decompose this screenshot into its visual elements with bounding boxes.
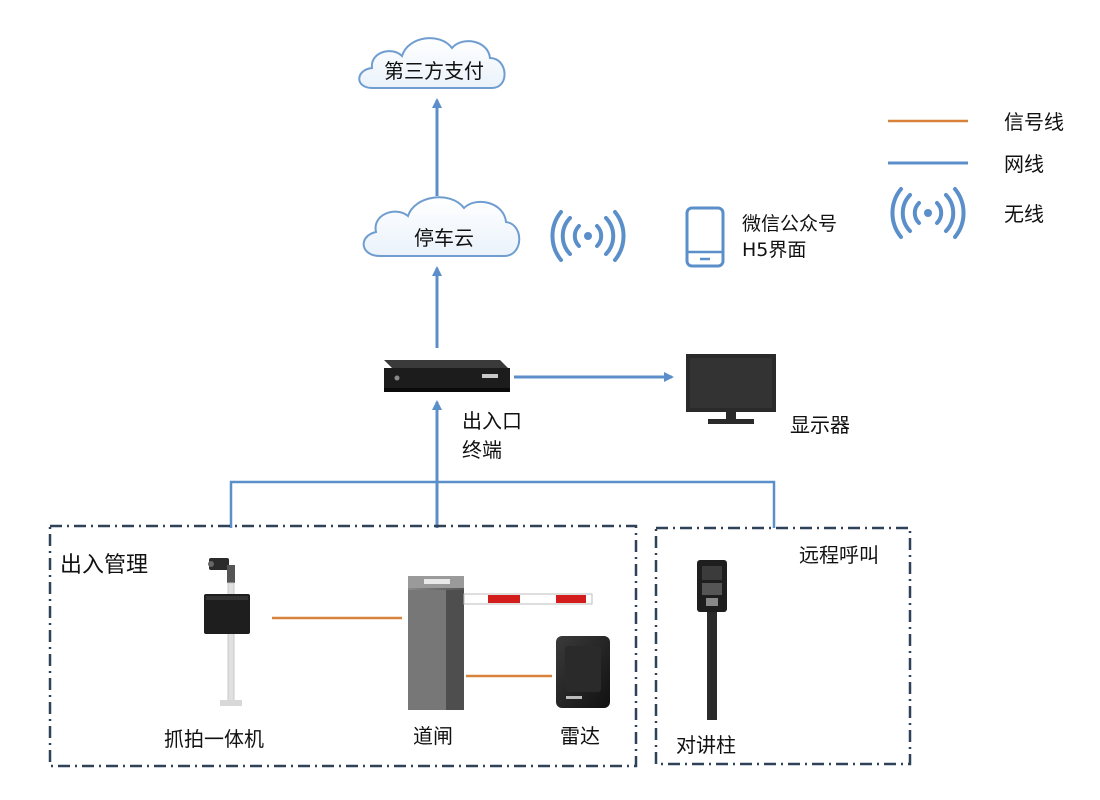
wechat-h5-label-line2: H5界面 bbox=[742, 239, 806, 261]
wechat-h5-label-line1: 微信公众号 bbox=[742, 213, 837, 235]
terminal-label-line1: 出入口 bbox=[462, 409, 522, 433]
legend-wireless-icon bbox=[890, 187, 966, 239]
entry-management-group-border bbox=[48, 524, 638, 768]
entry-management-group-label: 出入管理 bbox=[60, 553, 148, 578]
legend-network-line-label: 网线 bbox=[1004, 152, 1044, 176]
smartphone-icon bbox=[685, 206, 725, 268]
legend-signal-line-label: 信号线 bbox=[1004, 110, 1064, 134]
wireless-icon bbox=[550, 210, 626, 262]
intercom-node: 对讲柱 bbox=[676, 560, 736, 757]
radar-node: 雷达 bbox=[556, 636, 610, 748]
entrance-terminal: 出入口 终端 bbox=[384, 360, 522, 462]
monitor-icon bbox=[686, 354, 776, 424]
radar-label: 雷达 bbox=[560, 724, 600, 748]
intercom-label: 对讲柱 bbox=[676, 733, 736, 757]
radar-icon bbox=[556, 636, 610, 708]
display-label: 显示器 bbox=[790, 413, 850, 437]
legend-wireless-label: 无线 bbox=[1004, 202, 1044, 226]
third-party-pay-label: 第三方支付 bbox=[384, 59, 484, 83]
legend: 信号线 网线 无线 bbox=[888, 110, 1064, 239]
barrier-gate-node: 道闸 bbox=[408, 576, 593, 748]
cloud-icon bbox=[358, 37, 506, 89]
capture-camera-icon bbox=[204, 558, 250, 706]
parking-cloud-label: 停车云 bbox=[414, 226, 474, 250]
terminal-label-line2: 终端 bbox=[462, 438, 502, 462]
barrier-gate-icon bbox=[408, 576, 593, 710]
remote-call-group-border bbox=[654, 526, 912, 766]
cloud-icon bbox=[362, 196, 521, 257]
wechat-h5-node: 微信公众号 H5界面 bbox=[685, 206, 837, 268]
barrier-gate-label: 道闸 bbox=[413, 724, 453, 748]
parking-cloud: 停车云 bbox=[362, 196, 521, 257]
display-node: 显示器 bbox=[686, 354, 850, 437]
capture-camera-node: 抓拍一体机 bbox=[164, 558, 264, 751]
network-bus bbox=[229, 480, 776, 528]
third-party-pay-cloud: 第三方支付 bbox=[358, 37, 506, 89]
terminal-device-icon bbox=[384, 360, 510, 392]
capture-camera-label: 抓拍一体机 bbox=[164, 727, 264, 751]
remote-call-group-label: 远程呼叫 bbox=[799, 543, 879, 567]
intercom-pillar-icon bbox=[697, 560, 727, 720]
